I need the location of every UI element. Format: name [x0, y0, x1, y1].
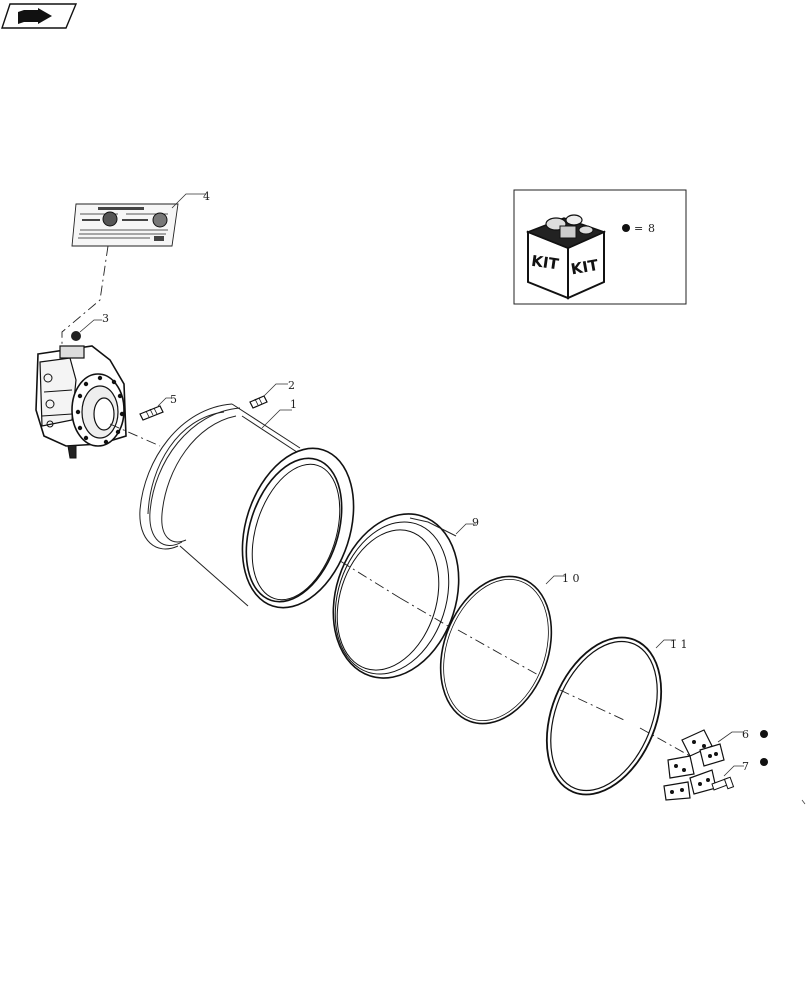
callout-7[interactable]: 7	[742, 760, 749, 773]
callout-6[interactable]: 6	[742, 728, 749, 741]
stud-part-5[interactable]	[139, 405, 164, 421]
callout-9[interactable]: 9	[472, 516, 479, 529]
callout-10[interactable]: 1 0	[562, 572, 580, 585]
clamp-segments-part-6[interactable]	[663, 729, 725, 801]
kit-icon: KIT KIT	[525, 214, 607, 300]
nav-arrow-icon[interactable]	[1, 3, 78, 29]
kit-equals: =	[634, 222, 643, 235]
bullet-6-icon	[760, 730, 768, 738]
wheel-rim-part-1[interactable]	[139, 403, 373, 622]
ring-part-11[interactable]	[525, 620, 683, 811]
callout-1[interactable]: 1	[290, 398, 297, 411]
hydraulic-motor[interactable]	[35, 345, 127, 459]
callout-11[interactable]: 1 1	[670, 638, 688, 651]
bolt-part-7[interactable]	[711, 776, 735, 791]
callout-2[interactable]: 2	[288, 379, 295, 392]
o-ring-part-10[interactable]	[421, 561, 571, 739]
valve-stem-part-2[interactable]	[249, 395, 268, 409]
ring-part-9[interactable]	[313, 498, 479, 695]
callout-8[interactable]: 8	[648, 222, 655, 235]
callout-5[interactable]: 5	[170, 393, 177, 406]
plug-part-3[interactable]	[71, 331, 81, 341]
callout-4[interactable]: 4	[203, 190, 210, 203]
kit-bullet-icon	[622, 224, 630, 232]
decal-part-4[interactable]	[71, 203, 179, 247]
bullet-7-icon	[760, 758, 768, 766]
kit-label-right: KIT	[569, 256, 600, 279]
kit-box: KIT KIT = 8	[513, 189, 687, 305]
callout-3[interactable]: 3	[102, 312, 109, 325]
kit-label-left: KIT	[530, 252, 560, 274]
